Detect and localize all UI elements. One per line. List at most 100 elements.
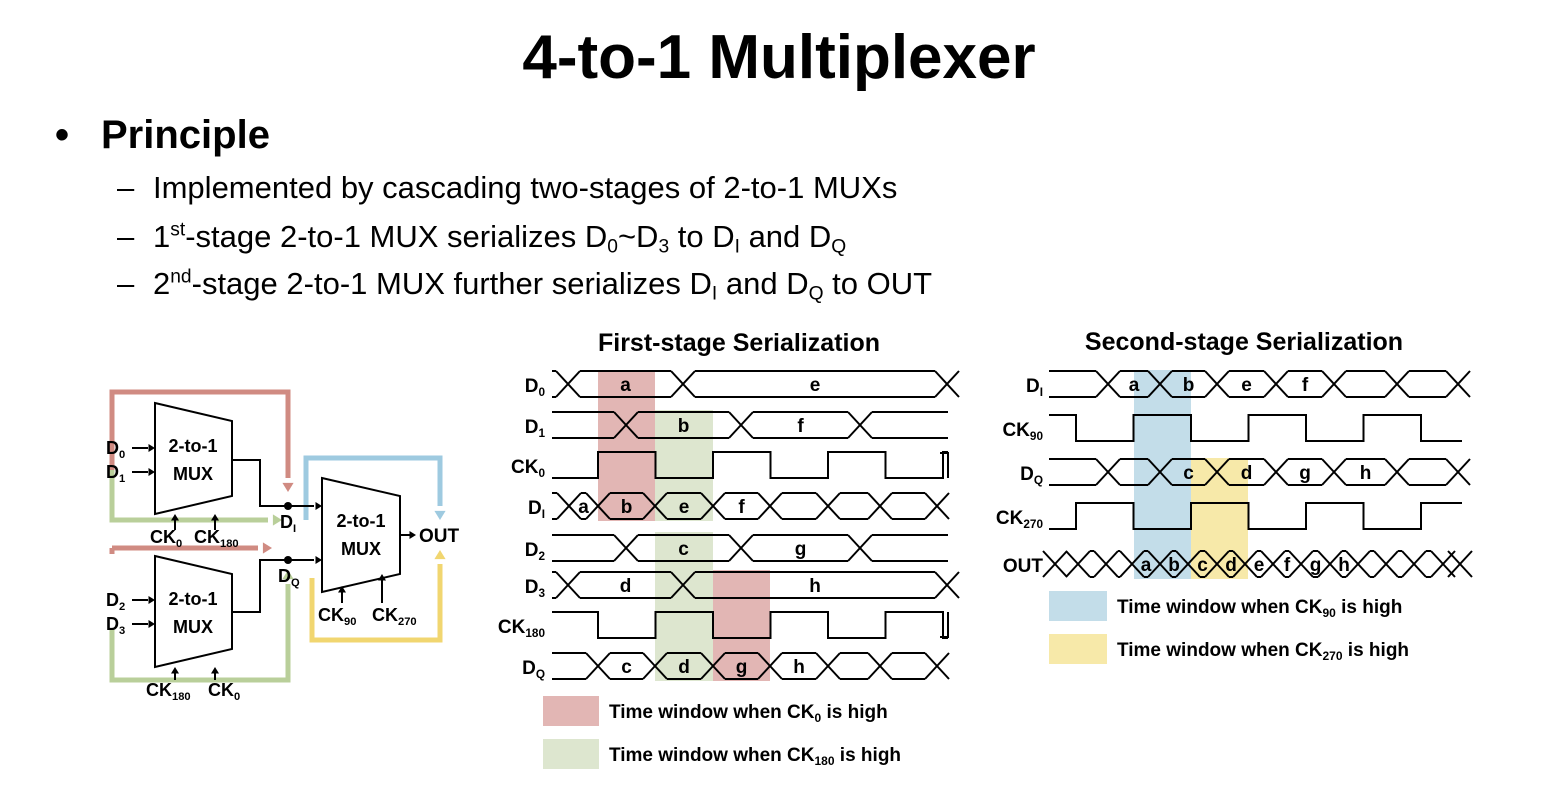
- bus-value: h: [793, 657, 805, 678]
- dash-marker: –: [117, 170, 135, 205]
- signal-label-sub: 180: [525, 627, 545, 640]
- sub3-text-c: to OUT: [823, 266, 933, 301]
- input-label: D0: [106, 438, 125, 461]
- signal-label-sub: I: [542, 508, 545, 521]
- signal-label: D2: [525, 540, 546, 563]
- signal-label: OUT: [1003, 556, 1044, 577]
- ck270-label-main: CK: [372, 605, 398, 625]
- input-arrow: [148, 596, 155, 604]
- sub3-subscript: I: [711, 283, 718, 305]
- di-label-main: D: [280, 512, 293, 532]
- bus-cross: [613, 411, 639, 439]
- bus-cross: [1321, 458, 1347, 486]
- input-label: D2: [106, 590, 125, 613]
- signal-label: CK270: [996, 508, 1044, 531]
- bus-cross: [556, 492, 582, 520]
- sub3-ordinal: 2: [153, 266, 171, 301]
- signal-label: DQ: [522, 658, 545, 681]
- bus-cross: [1263, 458, 1289, 486]
- mux-label-line2: MUX: [173, 617, 213, 637]
- signal-label-sub: Q: [1034, 474, 1043, 487]
- bus-value: e: [810, 375, 821, 396]
- bus-value: f: [1302, 375, 1309, 396]
- signal-label: DQ: [1020, 464, 1043, 487]
- signal-label-main: D: [525, 577, 539, 598]
- bus-value: f: [797, 416, 804, 437]
- sub2-text-b: ~D: [617, 219, 659, 254]
- mux-label-line1: 2-to-1: [169, 589, 218, 609]
- signal-label-main: D: [525, 417, 539, 438]
- bus-cross: [1445, 370, 1471, 398]
- arrow-red-2: [262, 542, 272, 554]
- bus-cross: [1204, 370, 1230, 398]
- sub2-ordinal-suffix: st: [170, 219, 186, 241]
- bus-value: c: [621, 657, 632, 678]
- input-label-main: D: [106, 462, 119, 482]
- legend-swatch: [1049, 634, 1107, 664]
- time-window: [655, 410, 713, 521]
- input-label: D3: [106, 614, 125, 637]
- bus-cross: [757, 492, 783, 520]
- legend-swatch: [543, 739, 599, 769]
- mux-lower: [154, 554, 233, 669]
- input-arrow: [148, 620, 155, 628]
- bus-cross: [555, 370, 581, 398]
- ck0-label-lower-main: CK: [208, 680, 234, 700]
- dq-label: DQ: [278, 566, 300, 589]
- sub2-text-c: to D: [669, 219, 735, 254]
- bus-cross: [670, 571, 696, 599]
- dash-marker: –: [117, 266, 135, 301]
- bus-cross: [1232, 550, 1258, 578]
- bus-cross: [1147, 550, 1173, 578]
- sub2-subscript: 3: [658, 236, 670, 258]
- bus-cross: [670, 370, 696, 398]
- bullet-marker: •: [55, 113, 70, 157]
- legend-text: Time window when CK90 is high: [1117, 597, 1402, 620]
- input-label-sub: 1: [119, 473, 125, 485]
- bus-cross: [1345, 550, 1371, 578]
- signal-label: CK180: [498, 617, 546, 640]
- mux-second: [321, 476, 401, 594]
- input-label: D1: [106, 462, 125, 485]
- bus-value: e: [1254, 555, 1265, 576]
- bus-value: b: [678, 416, 690, 437]
- sub-bullet-3: –2nd-stage 2-to-1 MUX further serializes…: [117, 264, 932, 304]
- signal-label-sub: 1: [538, 427, 545, 440]
- bus-cross: [700, 652, 726, 680]
- junction-di: [284, 502, 292, 510]
- signal-label-main: CK: [498, 617, 526, 638]
- legend-swatch: [543, 696, 599, 726]
- bus-cross: [1445, 458, 1471, 486]
- sub2-subscript: 0: [607, 236, 618, 258]
- signal-label-sub: Q: [536, 668, 545, 681]
- bus-value: g: [795, 539, 807, 560]
- legend-text-sub: 180: [815, 754, 835, 768]
- bus-value: d: [678, 657, 690, 678]
- bus-cross: [1093, 550, 1119, 578]
- sub2-subscript: Q: [831, 236, 847, 258]
- bus-cross: [934, 571, 960, 599]
- mux-upper: [154, 401, 233, 516]
- bullet-principle: •Principle: [55, 110, 270, 160]
- bus-value: b: [621, 497, 633, 518]
- bus-value: b: [1183, 375, 1195, 396]
- signal-label-main: D: [1026, 376, 1040, 397]
- junction-dq: [284, 556, 292, 564]
- w-upper-out: [232, 459, 314, 507]
- timing-title: Second-stage Serialization: [1085, 328, 1403, 356]
- signal-label-sub: 0: [538, 386, 545, 399]
- signal-label-main: CK: [1002, 420, 1030, 441]
- signal-label: DI: [1026, 376, 1043, 399]
- legend-text-b: is high: [1336, 597, 1403, 618]
- bus-value: f: [738, 497, 745, 518]
- bus-cross: [1147, 458, 1173, 486]
- signal-label-sub: I: [1040, 386, 1043, 399]
- sub3-subscript: Q: [808, 283, 824, 305]
- signal-label-sub: 0: [538, 467, 545, 480]
- clock-wave: [1049, 414, 1462, 442]
- input-label-sub: 2: [119, 601, 125, 613]
- legend-text: Time window when CK180 is high: [609, 745, 901, 768]
- signal-label-sub: 3: [538, 587, 545, 600]
- bus-cross: [1095, 458, 1121, 486]
- sub-bullet-2: –1st-stage 2-to-1 MUX serializes D0~D3 t…: [117, 217, 846, 257]
